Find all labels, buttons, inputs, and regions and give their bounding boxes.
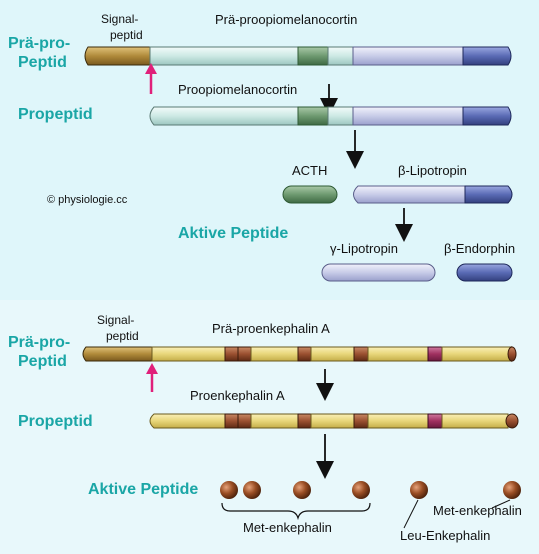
met-enkephalin-segment (237, 346, 252, 362)
met-enkephalin-leader (491, 499, 511, 509)
met-enkephalin-end-segment (507, 346, 517, 362)
leu-enkephalin-segment (427, 413, 443, 429)
pomc-prepro-bar (84, 46, 512, 66)
acth-peptide (282, 185, 338, 204)
met-enkephalin-segment (353, 413, 369, 429)
pomc-bar-segment (327, 46, 354, 66)
pomc-prepro-label-1: Prä-pro- (8, 35, 71, 52)
leu-enkephalin-segment (427, 346, 443, 362)
pomc-bar-segment (149, 46, 299, 66)
met-enkephalin-ball (220, 481, 238, 499)
penk-signal-label-1: Signal- (97, 313, 135, 327)
pomc-precursor-title: Prä-proopiomelanocortin (215, 12, 358, 27)
penk-propeptide-label: Propeptid (18, 413, 93, 430)
pomc-pink-arrow (145, 63, 157, 94)
gamma-lipotropin-label: γ-Lipotropin (330, 241, 398, 256)
pomc-pro-bar (149, 106, 512, 126)
acth-label: ACTH (292, 163, 328, 178)
penk-precursor-title: Prä-proenkephalin A (212, 321, 330, 336)
pomc-prepro-label-2: Peptid (18, 54, 67, 71)
pomc-propeptide-title: Proopiomelanocortin (178, 82, 298, 97)
copyright-notice: © physiologie.cc (47, 194, 128, 206)
leu-enkephalin-ball (410, 481, 428, 499)
penk-pro-bar (149, 413, 519, 429)
met-enkephalin-segment (237, 413, 252, 429)
met-enkephalin-segment (224, 413, 239, 429)
beta-endorphin-peptide (456, 263, 513, 282)
leu-enkephalin-label: Leu-Enkephalin (400, 528, 491, 543)
pomc-signal-label-1: Signal- (101, 12, 139, 26)
pomc-propeptide-label: Propeptid (18, 106, 93, 123)
leu-enkephalin-leader (403, 499, 419, 529)
pomc-signal-label-2: peptid (110, 28, 143, 42)
pomc-endorphin-segment (462, 46, 512, 66)
pomc-lipotropin-segment (352, 46, 464, 66)
met-enkephalin-end-segment (505, 413, 519, 429)
met-enkephalin-ball (243, 481, 261, 499)
beta-lipotropin-peptide (353, 185, 513, 204)
pomc-signal-segment (84, 46, 151, 66)
penk-signal-segment (82, 346, 153, 362)
beta-endorphin-label: β-Endorphin (444, 241, 516, 256)
pomc-bar-segment (327, 106, 354, 126)
gamma-lipotropin-peptide (321, 263, 436, 282)
met-enkephalin-label: Met-enkephalin (433, 503, 522, 518)
pomc-lipotropin-segment (352, 106, 464, 126)
met-enkephalin-segment (297, 413, 312, 429)
met-enkephalin-ball (503, 481, 521, 499)
met-enkephalin-segment (297, 346, 312, 362)
penk-propeptide-title: Proenkephalin A (190, 388, 285, 403)
met-enkephalin-group-label: Met-enkephalin (243, 520, 332, 535)
pomc-bar-segment (149, 106, 299, 126)
penk-prepro-label-1: Prä-pro- (8, 334, 71, 351)
penk-pink-arrow (146, 363, 158, 392)
pomc-acth-segment (297, 106, 329, 126)
pomc-endorphin-segment (462, 106, 512, 126)
penk-prepro-bar (82, 345, 517, 363)
met-enkephalin-bracket (221, 502, 371, 521)
pomc-acth-segment (297, 46, 329, 66)
pomc-active-label: Aktive Peptide (178, 225, 289, 242)
penk-prepro-label-2: Peptid (18, 353, 67, 370)
beta-lipotropin-label: β-Lipotropin (398, 163, 467, 178)
met-enkephalin-segment (224, 346, 239, 362)
penk-signal-label-2: peptid (106, 329, 139, 343)
met-enkephalin-segment (353, 346, 369, 362)
penk-active-label: Aktive Peptide (88, 481, 199, 498)
met-enkephalin-ball (293, 481, 311, 499)
met-enkephalin-ball (352, 481, 370, 499)
